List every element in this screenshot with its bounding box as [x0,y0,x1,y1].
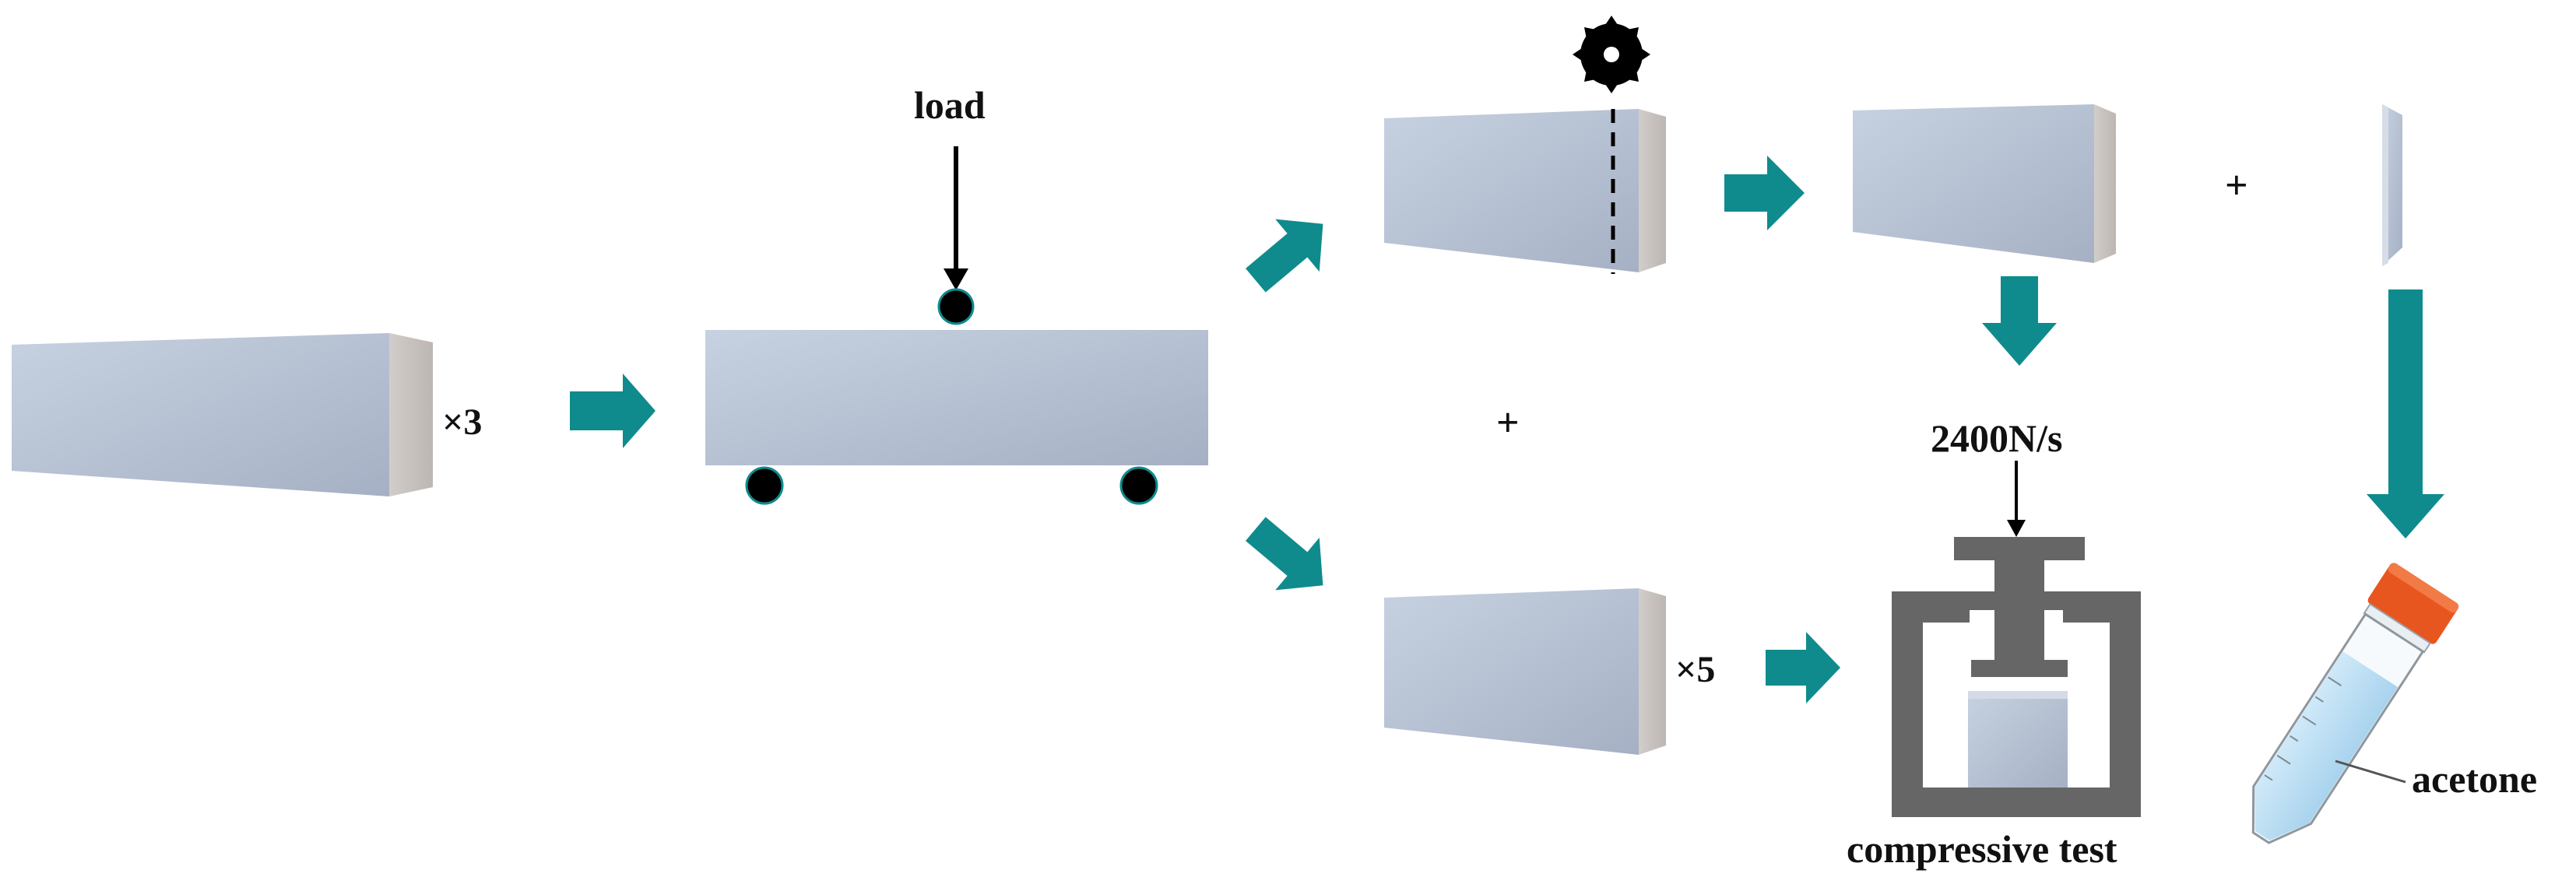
thin-slice [2382,104,2402,266]
acetone-leader-line [2335,759,2406,784]
load-label: load [914,83,986,127]
teal-arrow-down-1 [1982,276,2057,366]
teal-arrow-right-2 [1724,156,1805,230]
teal-arrow-right-3 [1766,632,1840,703]
support-roller-left-icon [745,466,784,505]
compression-specimen [1968,691,2068,788]
teal-arrow-down-2 [2367,289,2444,538]
times-five-label: ×5 [1675,649,1715,690]
bending-specimen [705,330,1208,465]
support-roller-right-icon [1119,466,1158,505]
loading-roller-icon [937,288,975,325]
teal-arrow-up-right [1246,219,1323,293]
teal-arrow-down-right [1246,517,1323,591]
half-specimen-lower [1384,588,1666,755]
half-specimen-upper [1384,109,1666,272]
rate-label: 2400N/s [1931,416,2062,460]
long-specimen [12,333,433,496]
centrifuge-tube-icon [2251,563,2459,844]
cut-specimen [1853,104,2116,263]
saw-blade-icon [1573,16,1650,93]
acetone-label: acetone [2412,757,2537,801]
compression-machine-icon [1892,537,2141,817]
teal-arrow-right-1 [570,374,655,448]
times-three-label: ×3 [442,402,482,443]
rate-arrow [2007,461,2026,537]
compressive-test-label: compressive test [1847,827,2117,871]
plus-middle-label: + [1496,401,1520,445]
plus-top-label: + [2225,163,2248,208]
load-arrow [944,146,968,290]
